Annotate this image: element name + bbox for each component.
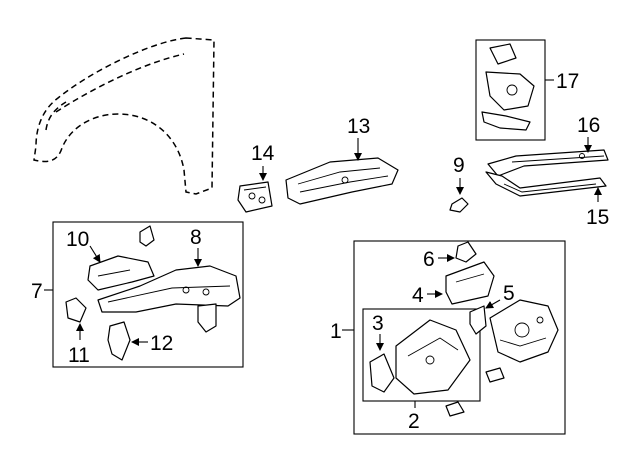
fender-outline: [33, 37, 215, 195]
part-16: [487, 149, 609, 177]
callout-12: 12: [150, 332, 173, 355]
callout-10: 10: [66, 228, 89, 251]
callout-3: 3: [372, 312, 384, 335]
part-2: [395, 319, 471, 395]
part-1-clip: [445, 401, 465, 417]
callout-17: 17: [556, 70, 579, 93]
part-6: [455, 241, 477, 263]
part-14: [237, 181, 273, 213]
leader-5: [485, 299, 501, 309]
callout-6: 6: [423, 248, 435, 271]
part-11: [65, 297, 87, 323]
leader-10: [89, 245, 101, 263]
part-10: [87, 255, 155, 291]
callout-14: 14: [251, 142, 275, 165]
box-1: [353, 240, 566, 435]
part-13: [285, 157, 399, 205]
part-1-assembly: [489, 299, 559, 363]
callout-15: 15: [586, 206, 609, 229]
part-8: [97, 265, 241, 313]
box-2: [362, 308, 481, 402]
part-5: [469, 305, 487, 335]
part-8b: [197, 303, 217, 333]
part-3: [369, 353, 395, 393]
callout-16: 16: [577, 114, 600, 137]
callout-5: 5: [503, 282, 515, 305]
part-9: [449, 197, 469, 213]
box-17: [475, 39, 546, 141]
callout-13: 13: [347, 115, 370, 138]
callout-9: 9: [453, 154, 465, 177]
part-1-bracket: [485, 367, 505, 383]
part-15: [485, 171, 607, 197]
box-7: [52, 221, 244, 368]
callout-11: 11: [68, 344, 90, 367]
part-10b: [139, 225, 155, 247]
callout-1: 1: [330, 320, 342, 343]
callout-4: 4: [412, 284, 424, 307]
callout-7: 7: [31, 280, 43, 303]
callout-8: 8: [190, 226, 202, 249]
part-12: [107, 321, 131, 361]
part-17: [481, 43, 535, 131]
callout-2: 2: [408, 410, 420, 433]
part-4: [445, 261, 495, 305]
